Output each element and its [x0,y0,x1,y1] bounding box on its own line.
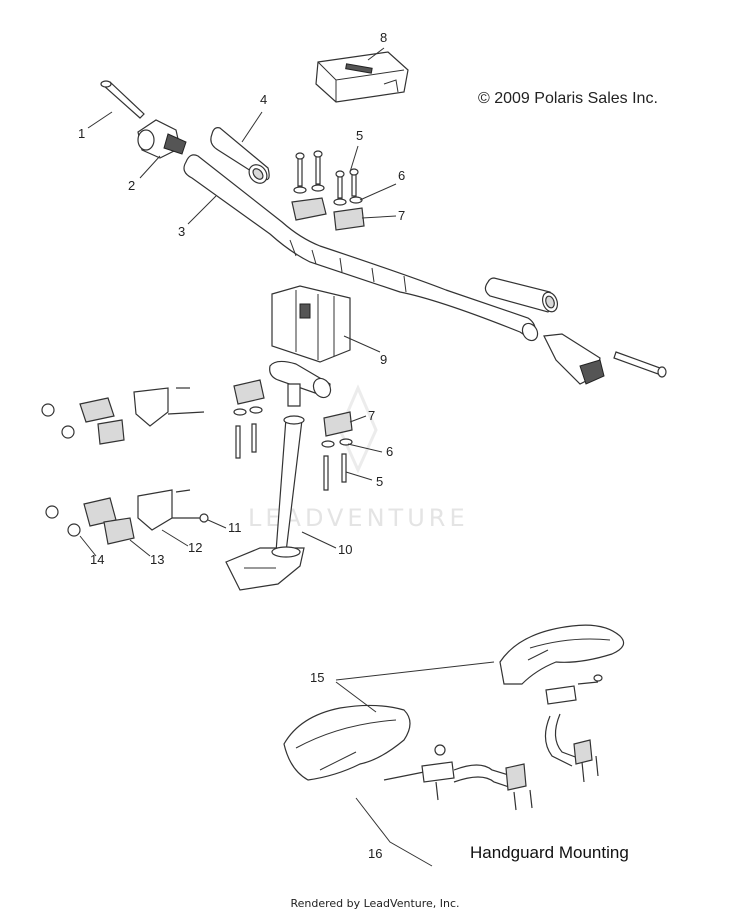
switch-mount-lower[interactable] [45,489,209,545]
callout-9: 9 [380,352,387,367]
switch-mount-upper[interactable] [41,387,205,445]
callout-2: 2 [128,178,135,193]
bar-end-bolt-right[interactable] [613,351,667,378]
callout-13: 13 [150,552,164,567]
steering-post[interactable] [225,360,334,591]
leader-lines [79,47,495,867]
callout-11: 11 [228,520,242,535]
callout-7b: 7 [368,408,375,423]
callout-6: 6 [398,168,405,183]
grip-right[interactable] [484,277,560,314]
handguard-left[interactable] [283,704,411,781]
grip-left[interactable] [210,127,271,187]
callout-7: 7 [398,208,405,223]
handguard-right[interactable] [499,624,625,685]
callout-16: 16 [368,846,382,861]
callout-5: 5 [356,128,363,143]
copyright-notice: © 2009 Polaris Sales Inc. [478,90,658,107]
handguard-mount-right[interactable] [544,674,603,783]
callout-8: 8 [380,30,387,45]
callout-14: 14 [90,552,104,567]
lower-clamp-left[interactable] [233,379,265,459]
callout-5b: 5 [376,474,383,489]
callout-1: 1 [78,126,85,141]
callout-10: 10 [338,542,352,557]
handlebar-pad[interactable] [315,51,409,103]
callout-15: 15 [310,670,324,685]
upper-clamp-group[interactable] [291,150,365,231]
callout-labels: 1 2 3 4 5 6 7 8 9 7 6 5 10 11 12 13 14 1… [78,30,405,861]
callout-6b: 6 [386,444,393,459]
render-credit: Rendered by LeadVenture, Inc. [290,897,460,910]
bar-end-left[interactable] [137,119,187,159]
bar-end-right[interactable] [543,333,605,385]
bar-end-bolt[interactable] [100,80,145,119]
callout-4: 4 [260,92,267,107]
callout-12: 12 [188,540,202,555]
callout-3: 3 [178,224,185,239]
handguard-mount-left[interactable] [383,744,533,811]
handlebar[interactable] [183,154,541,343]
lower-clamp-right[interactable] [321,411,353,491]
section-title: Handguard Mounting [470,843,629,862]
handlebar-riser[interactable] [271,285,351,363]
